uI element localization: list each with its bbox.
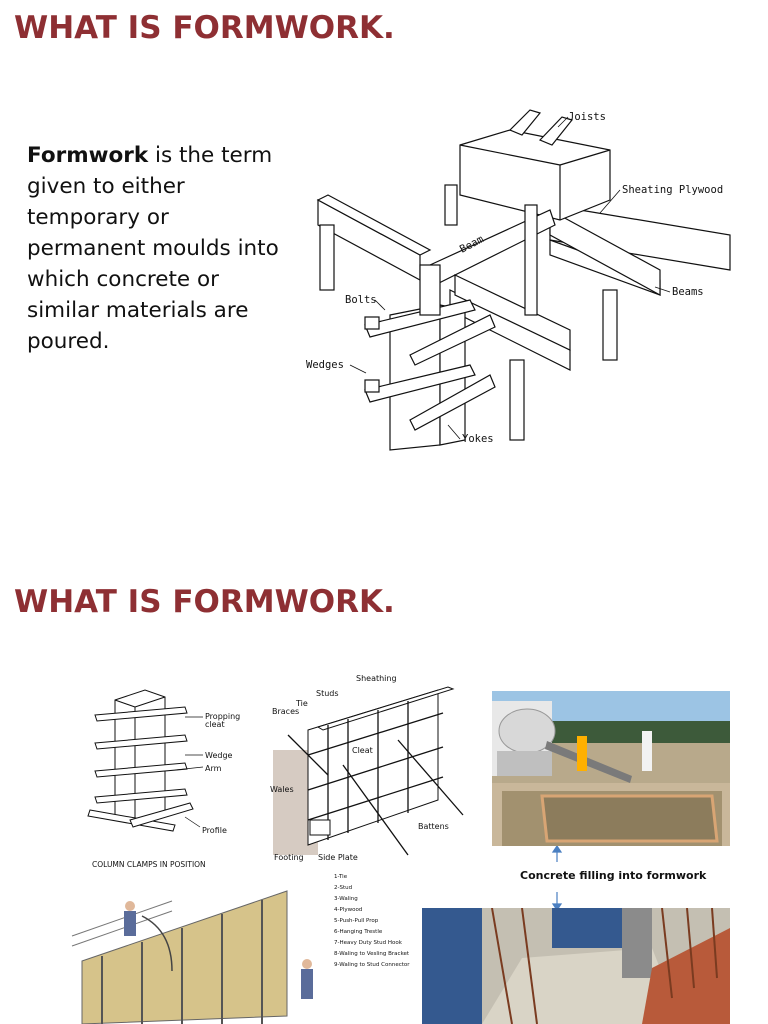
formwork-definition: Formwork is the term given to either tem… bbox=[27, 140, 292, 357]
label-beams: Beams bbox=[672, 286, 704, 298]
label-sheating-plywood: Sheating Plywood bbox=[622, 184, 723, 196]
label-side-plate: Side Plate bbox=[318, 853, 358, 862]
slide-title-2: WHAT IS FORMWORK. bbox=[14, 584, 395, 620]
column-clamps-diagram bbox=[87, 689, 204, 832]
legend-item: 8-Waling to Vesling Bracket bbox=[334, 951, 410, 957]
formwork-isometric-diagram: Joists Sheating Plywood Beam Beams Bolts… bbox=[306, 109, 731, 451]
label-propping-cleat: Propping cleat bbox=[205, 712, 241, 729]
label-wales: Wales bbox=[270, 785, 294, 794]
label-braces: Braces bbox=[272, 707, 300, 716]
legend-item: 6-Hanging Trestle bbox=[334, 929, 383, 935]
label-wedge: Wedge bbox=[205, 751, 233, 760]
label-wedges: Wedges bbox=[306, 359, 344, 371]
legend-item: 2-Stud bbox=[334, 885, 353, 891]
scaffold-formwork-diagram bbox=[71, 890, 313, 1024]
label-cleat: Cleat bbox=[352, 746, 373, 755]
scaffold-legend: 1-Tie 2-Stud 3-Waling 4-Plywood 5-Push-P… bbox=[334, 872, 414, 971]
photo-caption: Concrete filling into formwork bbox=[520, 869, 707, 882]
definition-term: Formwork bbox=[27, 143, 149, 168]
label-studs: Studs bbox=[316, 689, 339, 698]
label-tie: Tie bbox=[296, 699, 308, 708]
legend-item: 9-Waling to Stud Connector bbox=[334, 962, 410, 968]
column-clamps-caption: COLUMN CLAMPS IN POSITION bbox=[92, 860, 206, 869]
definition-text: is the term given to either temporary or… bbox=[27, 143, 279, 354]
label-sheathing: Sheathing bbox=[356, 674, 397, 683]
slide-title: WHAT IS FORMWORK. bbox=[14, 10, 395, 46]
label-arm: Arm bbox=[205, 764, 222, 773]
label-profile: Profile bbox=[202, 826, 227, 835]
legend-item: 7-Heavy Duty Stud Hook bbox=[334, 940, 402, 946]
wall-formwork-diagram bbox=[273, 686, 464, 856]
concrete-pour-photo bbox=[422, 908, 730, 1024]
legend-item: 4-Plywood bbox=[334, 907, 363, 913]
legend-item: 3-Waling bbox=[334, 896, 358, 902]
caption-arrows bbox=[551, 846, 563, 912]
label-footing: Footing bbox=[274, 853, 304, 862]
label-joists: Joists bbox=[568, 111, 606, 123]
legend-item: 5-Push-Pull Prop bbox=[334, 918, 379, 924]
concrete-truck-photo bbox=[492, 691, 730, 846]
label-yokes: Yokes bbox=[462, 433, 494, 445]
legend-item: 1-Tie bbox=[334, 874, 348, 880]
label-bolts: Bolts bbox=[345, 294, 377, 306]
label-battens: Battens bbox=[418, 822, 449, 831]
